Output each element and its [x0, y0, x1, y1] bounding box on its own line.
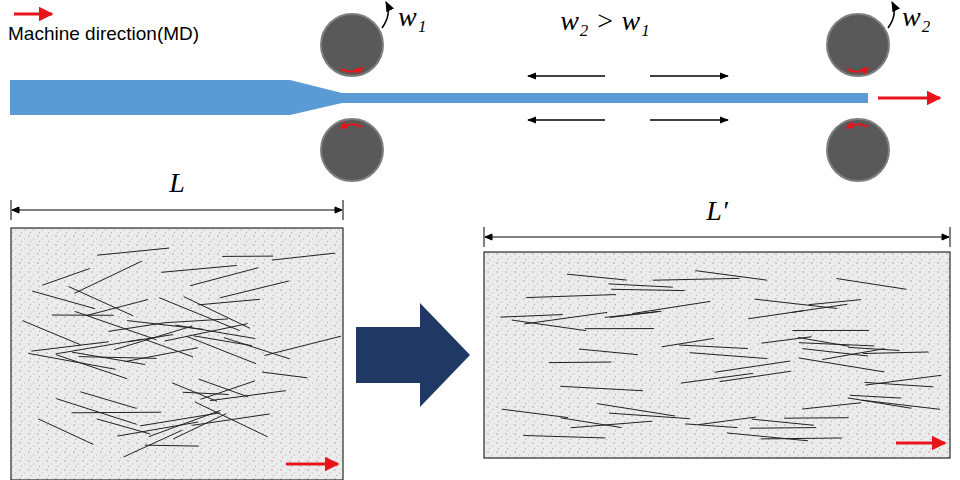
roller-pair-2: [827, 2, 894, 181]
md-arrow: [286, 463, 338, 466]
output-arrow: [878, 97, 940, 100]
speed-relation: w₂ > w₁: [560, 6, 650, 37]
roller-pair-1: [321, 2, 388, 181]
polymer-film: [10, 80, 868, 115]
length-label: L: [169, 168, 185, 199]
length-label: L′: [706, 196, 728, 227]
stretch-arrows: [528, 76, 728, 120]
angular-speed: w₂: [902, 2, 930, 33]
md-arrow: [14, 13, 52, 16]
direction-label: Machine direction(MD): [8, 24, 199, 45]
angular-speed: w₁: [398, 2, 426, 33]
specimen-before: [11, 228, 343, 480]
transform-arrow: [356, 303, 470, 407]
specimen-after: [484, 252, 950, 458]
md-arrow: [896, 442, 945, 445]
fibers: [22, 248, 941, 457]
